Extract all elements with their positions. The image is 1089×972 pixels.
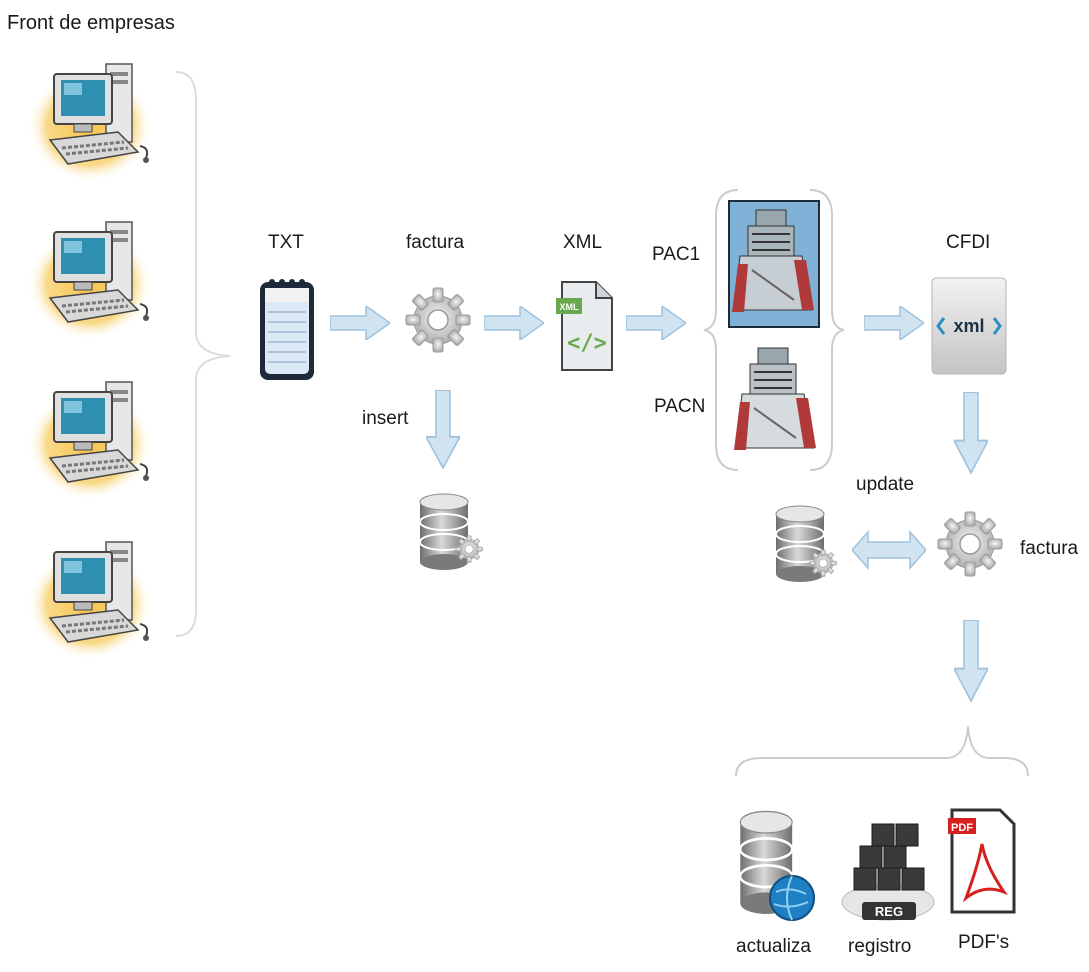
pacn-label: PACN	[654, 396, 706, 417]
svg-text:XML: XML	[560, 302, 580, 312]
computer-icon-4	[28, 540, 154, 662]
cfdi-label: CFDI	[946, 232, 991, 253]
cfdi-xml-icon: xml	[931, 277, 1007, 375]
arrow-xml-to-pac	[626, 306, 686, 340]
database-globe-icon	[738, 810, 815, 921]
pdfs-label: PDF's	[958, 932, 1010, 953]
factura-label-2: factura	[1020, 538, 1079, 559]
update-label: update	[856, 474, 915, 495]
diagram-title: Front de empresas	[7, 12, 175, 34]
gear-icon-factura-1	[405, 287, 471, 353]
actualiza-label: actualiza	[736, 936, 811, 957]
factura-label-1: factura	[406, 232, 465, 253]
arrow-txt-to-factura	[330, 306, 390, 340]
pdf-icon: PDF	[948, 808, 1016, 914]
txt-label: TXT	[268, 232, 304, 253]
gear-icon-factura-2	[937, 511, 1003, 577]
arrow-insert-down	[426, 390, 460, 469]
svg-text:</>: </>	[567, 331, 607, 356]
insert-label: insert	[362, 408, 409, 429]
registro-icon: REG	[841, 823, 935, 921]
arrow-pac-to-cfdi	[864, 306, 924, 340]
arrow-factura-to-xml	[484, 306, 544, 340]
registro-label: registro	[848, 936, 912, 957]
pacn-server-icon	[734, 347, 816, 450]
svg-text:PDF: PDF	[951, 822, 973, 834]
arrow-cfdi-down	[954, 392, 988, 475]
pac-bracket	[703, 189, 845, 471]
computer-icon-2	[28, 220, 154, 342]
database-icon-update	[775, 505, 837, 583]
outputs-bracket	[735, 725, 1029, 777]
svg-text:xml: xml	[953, 316, 984, 336]
pac1-label: PAC1	[652, 244, 701, 265]
pac1-server-icon	[728, 200, 820, 328]
xml-label: XML	[563, 232, 603, 253]
arrow-update-bidirectional	[852, 530, 926, 570]
svg-text:REG: REG	[875, 904, 903, 919]
front-bracket	[175, 71, 231, 637]
xml-file-icon: XML </>	[556, 281, 613, 371]
computer-icon-3	[28, 380, 154, 502]
arrow-factura-down	[954, 620, 988, 703]
database-icon-insert	[419, 493, 483, 571]
computer-icon-1	[28, 62, 154, 184]
notepad-icon	[260, 279, 314, 380]
